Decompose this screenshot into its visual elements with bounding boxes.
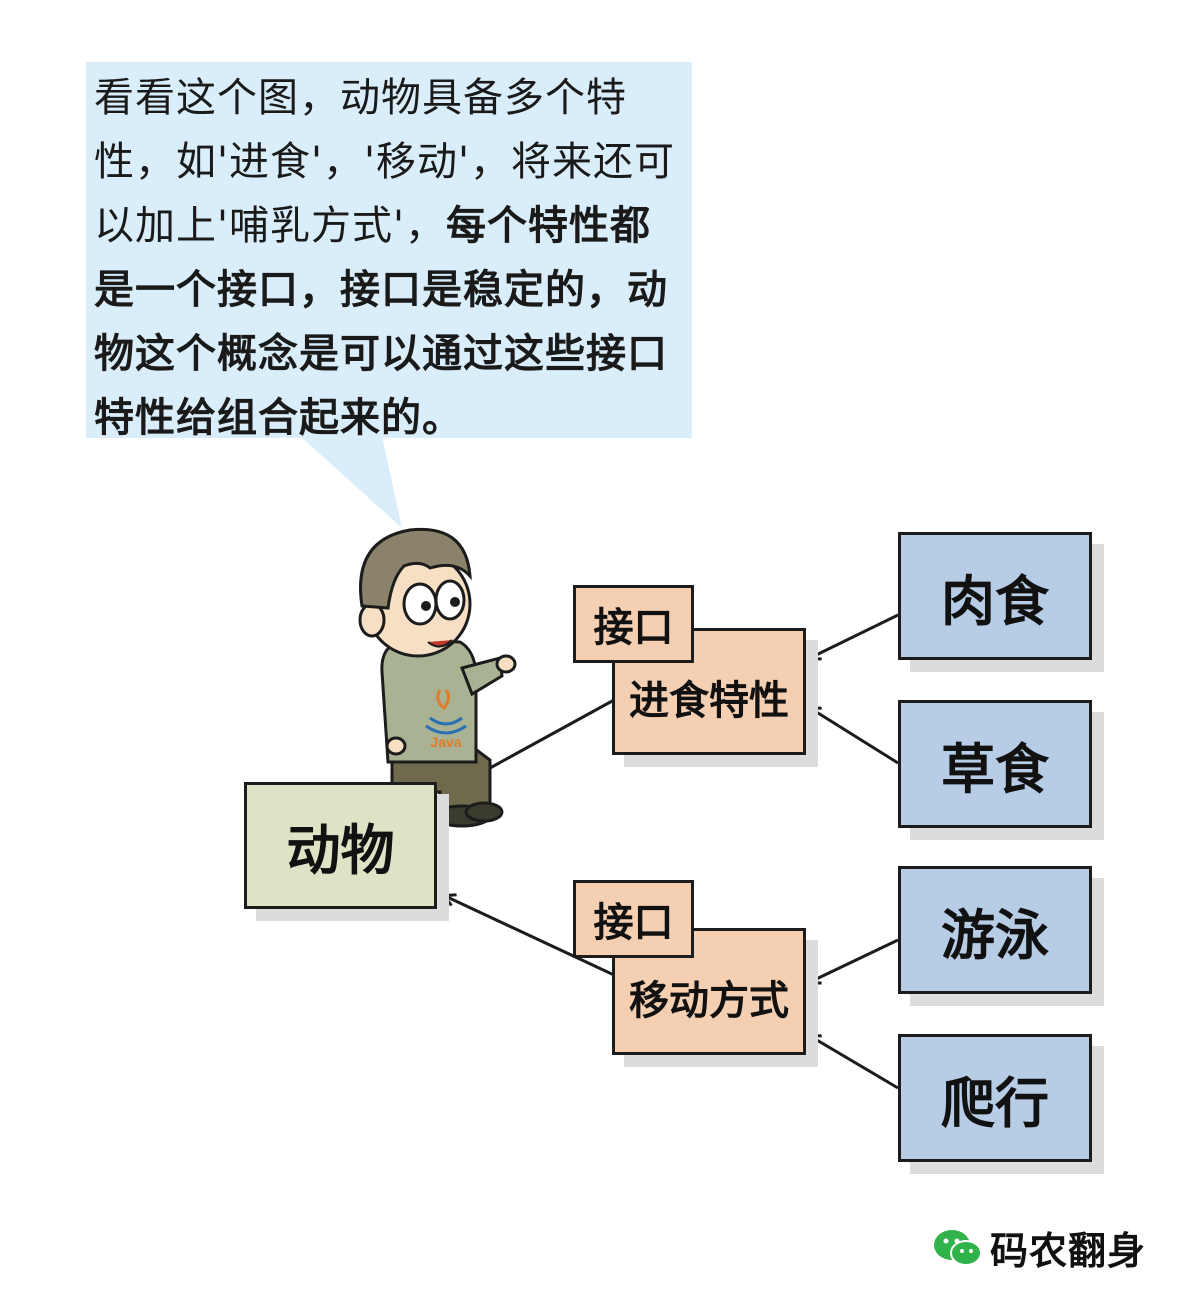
speech-normal: 看看这个图，动物具备多个特性，如'进食'，'移动'，将来还可以加上'哺乳方式'，: [94, 75, 675, 249]
impl-meat-label: 肉食: [941, 569, 1049, 633]
interface-eat-tag-label: 接口: [593, 605, 674, 651]
impl-meat-box: 肉食: [898, 532, 1092, 660]
wechat-icon: [934, 1229, 982, 1266]
watermark-text: 码农翻身: [990, 1228, 1147, 1273]
interface-move-box: 移动方式: [612, 928, 806, 1055]
arrow-crawl-move: [810, 1036, 899, 1090]
interface-move-label: 移动方式: [629, 977, 789, 1024]
interface-move-tag: 接口: [573, 880, 694, 958]
shirt-logo: Java: [430, 734, 461, 750]
impl-grass-box: 草食: [898, 700, 1092, 828]
impl-crawl-label: 爬行: [941, 1071, 1049, 1135]
animal-box: 动物: [244, 782, 437, 909]
arrow-swim-move: [810, 938, 899, 982]
interface-eat-label: 进食特性: [629, 677, 789, 724]
speech-bold: 每个特性都是一个接口，接口是稳定的，动物这个概念是可以通过这些接口特性给组合起来…: [94, 203, 668, 441]
watermark: 码农翻身: [932, 1220, 1146, 1275]
impl-swim-box: 游泳: [898, 866, 1092, 994]
interface-eat-tag: 接口: [573, 585, 694, 663]
interface-move-tag-label: 接口: [593, 900, 674, 946]
line-animal-eat: [489, 698, 615, 770]
arrow-move-animal: [445, 896, 615, 977]
arrow-meat-eat: [810, 613, 899, 658]
impl-grass-label: 草食: [941, 737, 1049, 801]
speech-bubble: 看看这个图，动物具备多个特性，如'进食'，'移动'，将来还可以加上'哺乳方式'，…: [86, 62, 692, 441]
impl-crawl-box: 爬行: [898, 1034, 1092, 1162]
impl-swim-label: 游泳: [941, 903, 1049, 967]
arrow-grass-eat: [810, 708, 899, 765]
animal-label: 动物: [286, 819, 395, 882]
speech-text: 看看这个图，动物具备多个特性，如'进食'，'移动'，将来还可以加上'哺乳方式'，…: [94, 66, 684, 450]
